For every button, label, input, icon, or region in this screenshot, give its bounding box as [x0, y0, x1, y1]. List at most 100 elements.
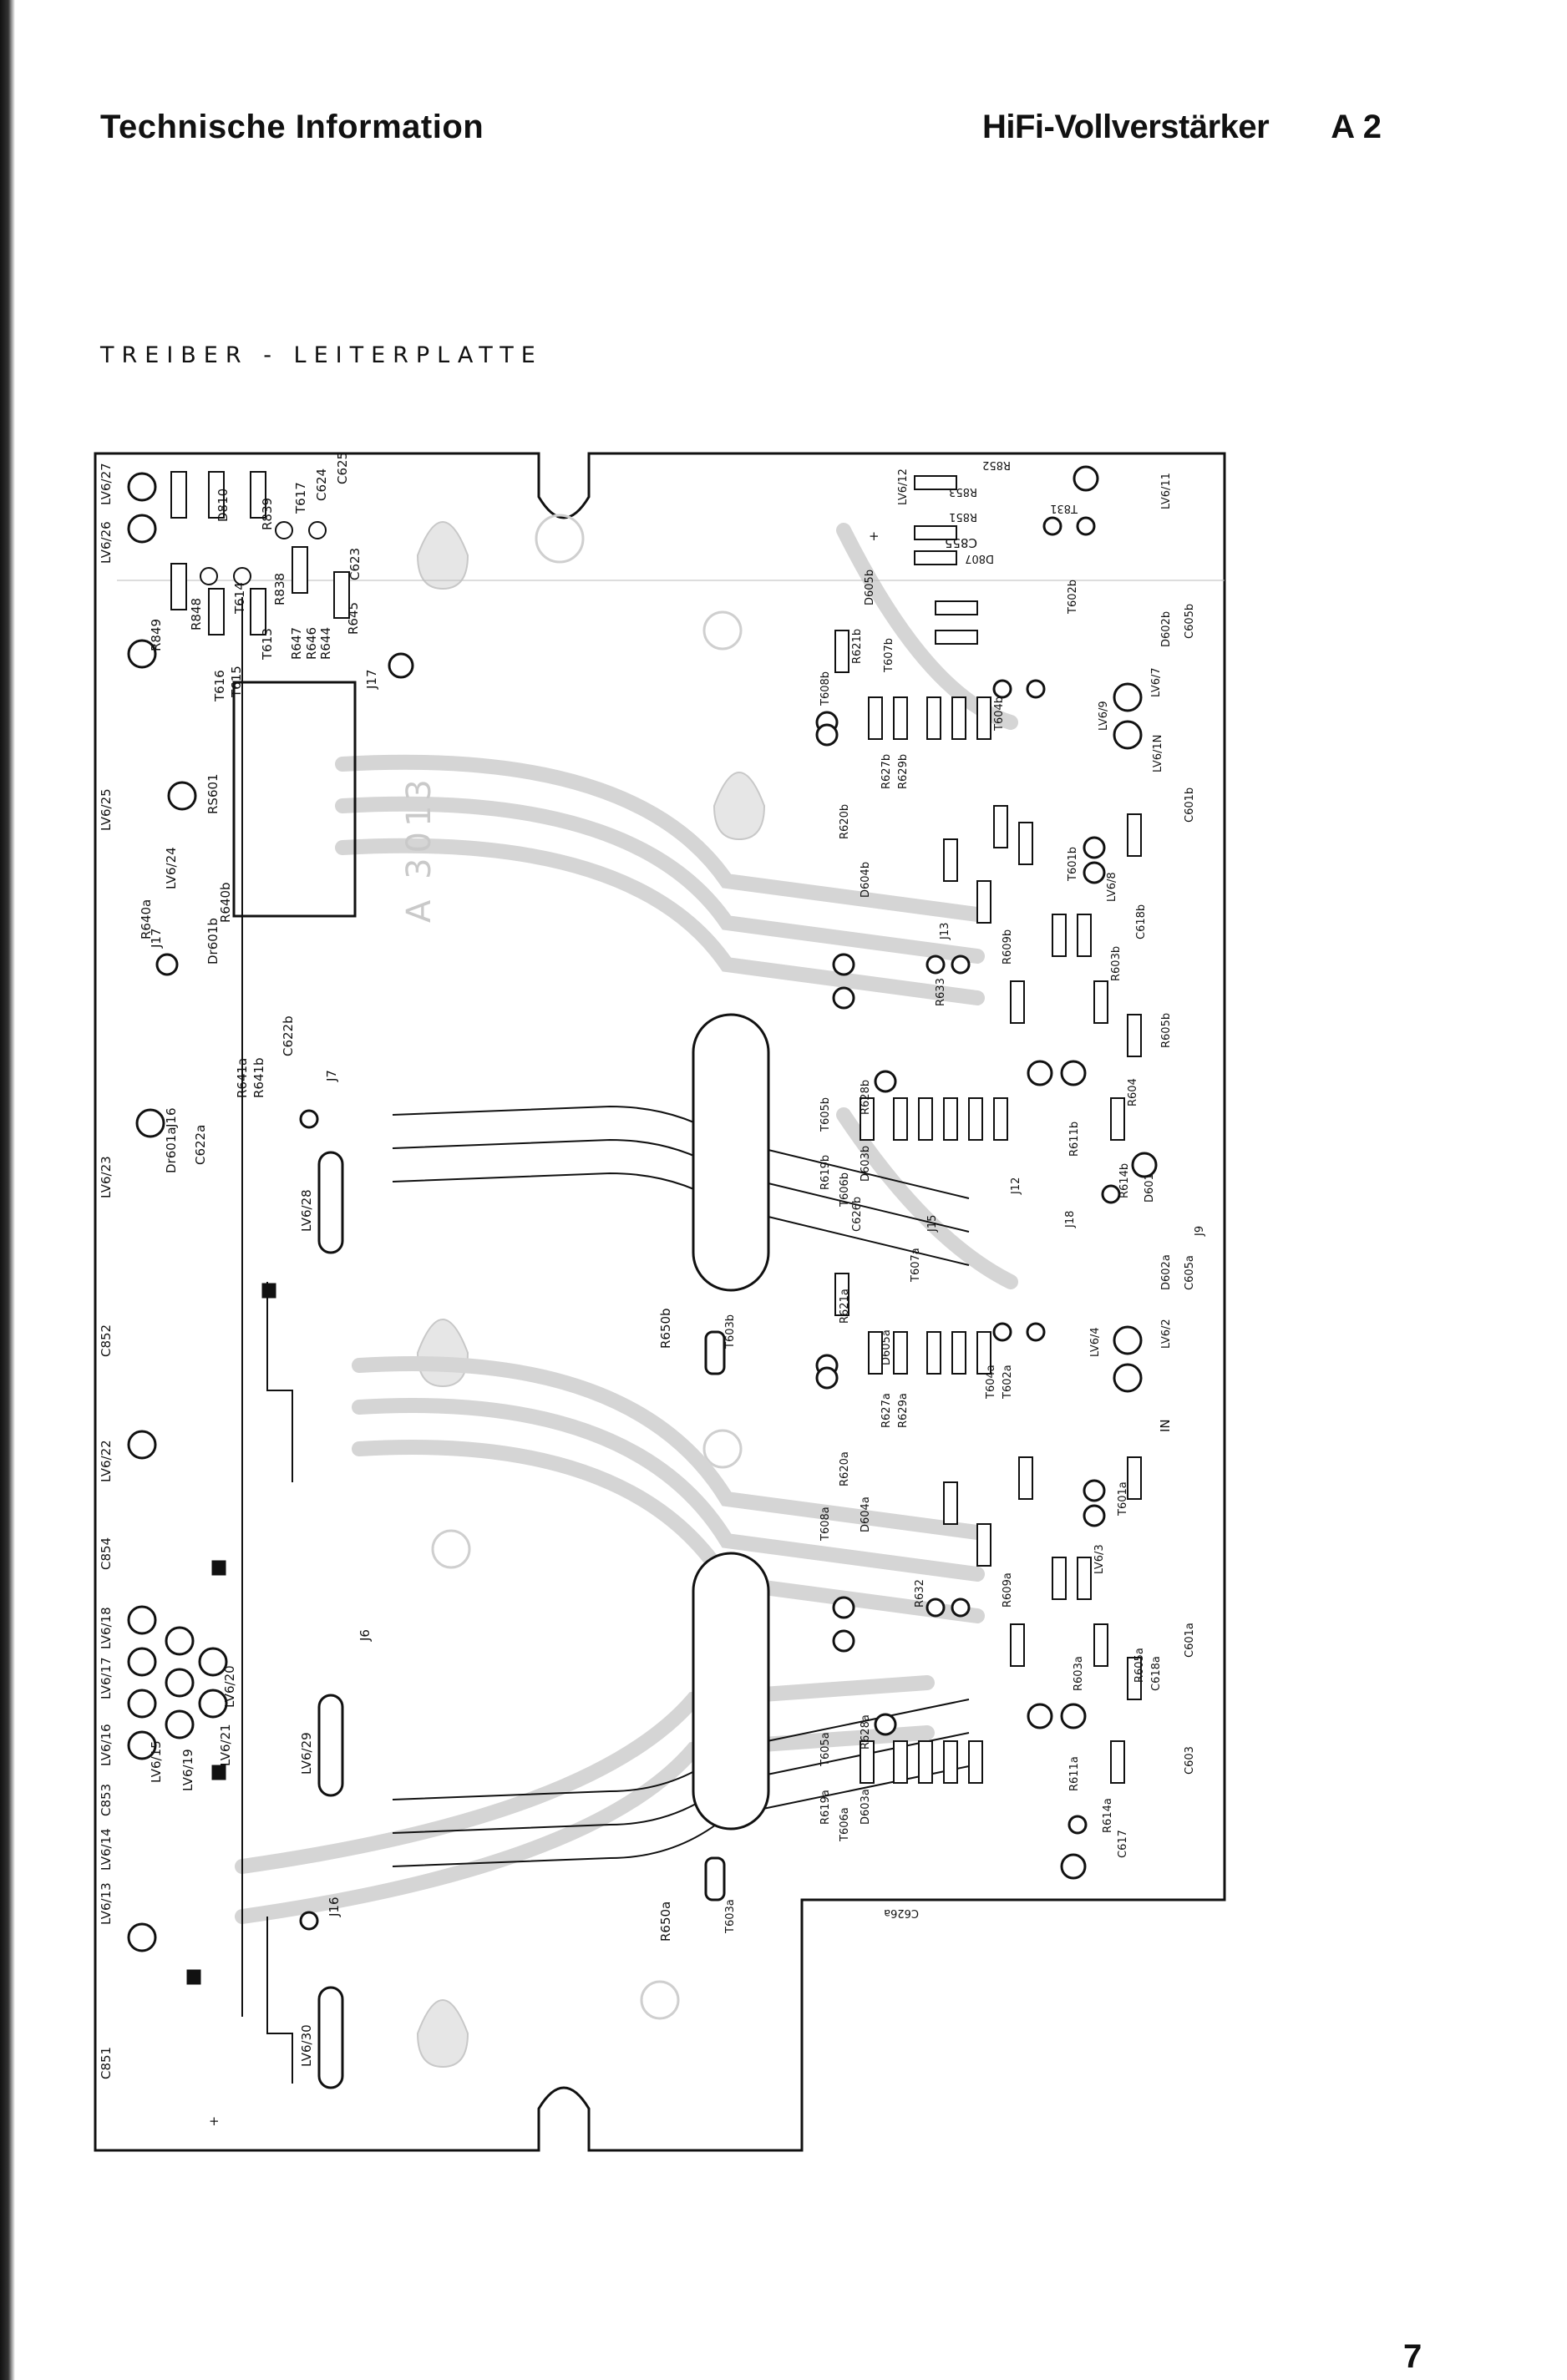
label-lv6-12: LV6/12	[897, 468, 910, 505]
label-r632: R632	[914, 1579, 926, 1608]
document-title: Technische Information	[100, 109, 484, 145]
label-j17: J17	[364, 669, 379, 690]
label-t605b: T605b	[819, 1097, 832, 1132]
label-r633: R633	[935, 978, 947, 1006]
label-t603b: T603b	[724, 1314, 737, 1350]
label-t831: T831	[1050, 502, 1078, 514]
label-c625: C625	[335, 452, 350, 484]
driver-transistors-b	[815, 465, 1158, 1178]
heatsink-area	[232, 681, 357, 918]
label-j16: J16	[164, 1107, 179, 1128]
label-r646: R646	[304, 627, 319, 660]
label-lv6-11: LV6/11	[1160, 473, 1173, 509]
label-t613: T613	[260, 628, 275, 661]
label-t617: T617	[293, 482, 308, 514]
label-lv6-8: LV6/8	[1106, 872, 1118, 902]
label-t602b: T602b	[1067, 580, 1079, 615]
label-r619b: R619b	[819, 1155, 832, 1190]
label-lv6-2: LV6/2	[1160, 1319, 1173, 1349]
label-r619a: R619a	[819, 1790, 832, 1825]
slot-upper	[692, 1013, 770, 1292]
label-lv6-7: LV6/7	[1150, 667, 1163, 697]
label-r629b: R629b	[897, 754, 910, 789]
mounting-holes	[431, 514, 743, 2020]
label-j17b: J17	[149, 928, 164, 949]
page-number: 7	[1403, 2338, 1422, 2375]
label-lv6-15: LV6/15	[149, 1740, 164, 1783]
label-r650b: R650b	[658, 1308, 673, 1349]
label-r621a: R621a	[839, 1289, 851, 1324]
label-t615: T615	[229, 666, 244, 698]
model-code: A 2	[1331, 109, 1382, 145]
label-c851: C851	[99, 2047, 114, 2079]
label-t606b: T606b	[839, 1172, 851, 1208]
silkscreen-code: A 3013	[400, 774, 439, 923]
label-c603: C603	[1184, 1746, 1196, 1775]
board-outline	[94, 452, 1226, 2152]
slot-lower	[692, 1552, 770, 1831]
label-lv6-19: LV6/19	[180, 1749, 195, 1791]
label-t607a: T607a	[910, 1248, 922, 1283]
label-r627b: R627b	[880, 754, 893, 789]
label-j16b: J16	[327, 1896, 342, 1917]
label-t604b: T604b	[993, 696, 1006, 732]
label-c854: C854	[99, 1537, 114, 1570]
label-d605b: D605b	[864, 570, 876, 605]
label-lv6-25: LV6/25	[99, 788, 114, 831]
label-lv6-30: LV6/30	[299, 2024, 314, 2067]
label-t607b: T607b	[883, 638, 895, 673]
label-d605a: D605a	[880, 1329, 893, 1365]
label-r851: R851	[949, 510, 977, 523]
label-lv6-3: LV6/3	[1093, 1544, 1106, 1574]
label-lv6-9: LV6/9	[1098, 701, 1110, 731]
label-r604: R604	[1127, 1078, 1139, 1106]
label-rs601: RS601	[205, 773, 221, 814]
label-c605a: C605a	[1184, 1255, 1196, 1290]
page-header: Technische Information HiFi-Vollverstärk…	[100, 109, 1382, 159]
label-d603a: D603a	[860, 1789, 872, 1825]
label-lv6-1n: LV6/1N	[1152, 735, 1164, 772]
label-dr601b: Dr601b	[205, 918, 221, 965]
label-r628a: R628a	[860, 1714, 872, 1750]
label-r849: R849	[149, 619, 164, 651]
upper-left-components	[127, 471, 414, 1138]
label-r611b: R611b	[1068, 1122, 1081, 1157]
label-t616: T616	[212, 670, 227, 702]
label-c601b: C601b	[1184, 787, 1196, 823]
label-t608b: T608b	[819, 671, 832, 706]
label-r848: R848	[189, 598, 204, 630]
label-r852: R852	[982, 458, 1011, 471]
label-lv6-22: LV6/22	[99, 1440, 114, 1482]
driver-transistors-a	[815, 1322, 1143, 1880]
label-c605b: C605b	[1184, 604, 1196, 639]
label-d602b: D602b	[1160, 611, 1173, 647]
label-r628b: R628b	[860, 1080, 872, 1115]
label-r605b: R605b	[1160, 1013, 1173, 1048]
label-t608a: T608a	[819, 1506, 832, 1542]
pcb-drawing: C851 C852 C853 C854 C855 LV6/13 LV6/14 L…	[94, 452, 1226, 2152]
label-t601a: T601a	[1117, 1481, 1129, 1517]
label-c852: C852	[99, 1324, 114, 1357]
label-c855: C855	[945, 535, 977, 550]
label-c617: C617	[1117, 1830, 1129, 1858]
label-d601: D601	[1144, 1173, 1156, 1203]
label-lv6-26: LV6/26	[99, 521, 114, 564]
label-j15: J15	[926, 1215, 939, 1233]
left-capacitors	[186, 1283, 276, 1985]
label-t601b: T601b	[1067, 847, 1079, 882]
label-d604b: D604b	[860, 862, 872, 898]
label-j9: J9	[1194, 1226, 1206, 1237]
label-r603b: R603b	[1110, 946, 1123, 981]
connector-bars	[317, 1151, 344, 2089]
label-lv6-17: LV6/17	[99, 1657, 114, 1699]
label-d807: D807	[965, 552, 994, 565]
label-d810: D810	[216, 489, 231, 522]
label-lv6-4: LV6/4	[1089, 1327, 1102, 1357]
label-r853: R853	[949, 485, 977, 498]
label-lv6-18: LV6/18	[99, 1607, 114, 1649]
label-t605a: T605a	[819, 1732, 832, 1767]
label-r839: R839	[260, 498, 275, 530]
label-lv6-24: LV6/24	[164, 847, 179, 889]
label-t603a: T603a	[724, 1899, 737, 1934]
